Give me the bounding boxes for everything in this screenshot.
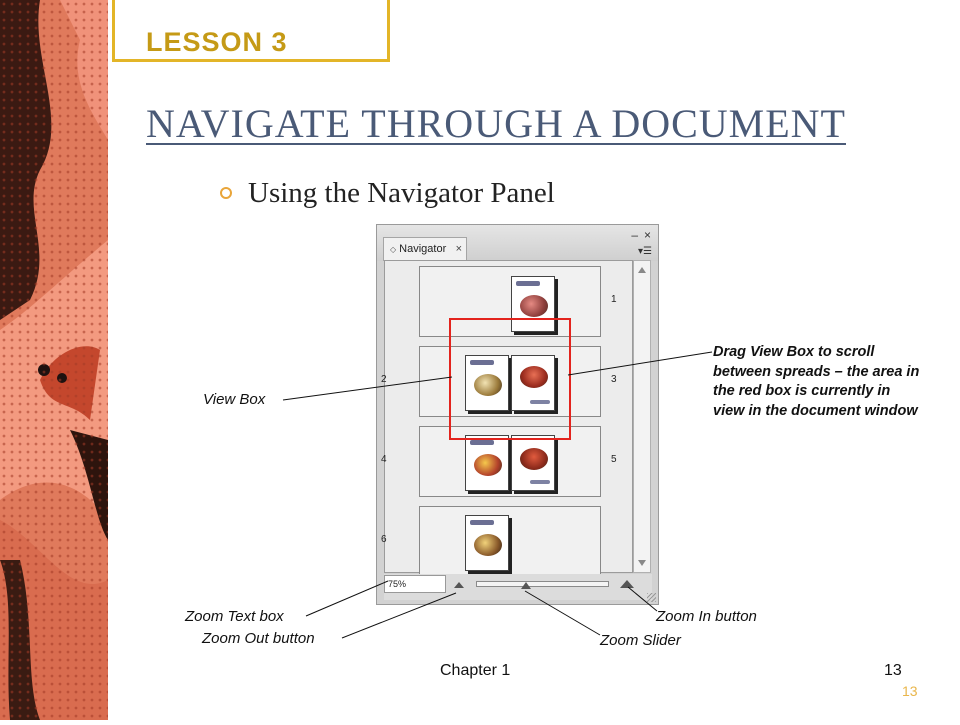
zoom-in-icon[interactable]: [620, 580, 634, 588]
page-number: 3: [611, 374, 617, 385]
page-number: 4: [381, 454, 387, 465]
footer-page-number: 13: [884, 662, 902, 679]
page-number: 5: [611, 454, 617, 465]
callout-zoom-text-box: Zoom Text box: [185, 608, 284, 625]
page-thumbnail[interactable]: [511, 355, 555, 411]
view-box[interactable]: [449, 318, 571, 440]
thumbnail-heading-bar: [470, 360, 494, 365]
thumbnail-heading-bar: [516, 281, 540, 286]
footer-chapter: Chapter 1: [440, 662, 511, 679]
close-button[interactable]: ×: [643, 228, 651, 242]
minimize-button[interactable]: –: [631, 228, 638, 242]
tab-close-icon[interactable]: ×: [455, 243, 462, 255]
scroll-up-arrow-icon[interactable]: [638, 267, 646, 273]
tab-arrows-icon: ◇: [390, 245, 397, 254]
navigator-view-area[interactable]: 1 2 3 4 5: [381, 260, 633, 577]
zoom-text-box[interactable]: 75%: [384, 575, 446, 593]
callout-zoom-slider: Zoom Slider: [600, 632, 681, 649]
food-image-icon: [520, 366, 548, 388]
page-thumbnail[interactable]: [511, 276, 555, 332]
food-image-icon: [474, 534, 502, 556]
thumbnail-heading-bar: [470, 520, 494, 525]
zoom-controls: 75%: [384, 574, 652, 600]
food-image-icon: [520, 295, 548, 317]
footer-page-number-ghost: 13: [902, 683, 918, 699]
page-number: 6: [381, 534, 387, 545]
thumbnail-caption-bar: [530, 480, 550, 484]
resize-grip-icon[interactable]: [647, 593, 656, 602]
callout-zoom-in-button: Zoom In button: [656, 608, 757, 625]
zoom-slider-thumb[interactable]: [521, 582, 531, 589]
page-number: 1: [611, 294, 617, 305]
tab-navigator[interactable]: ◇Navigator ×: [383, 237, 467, 261]
zoom-out-icon[interactable]: [454, 582, 464, 588]
bullet-ring-icon: [220, 187, 232, 199]
zoom-slider-track[interactable]: [476, 581, 609, 587]
page-thumbnail[interactable]: [465, 355, 509, 411]
callout-view-box: View Box: [203, 391, 266, 408]
food-image-icon: [474, 454, 502, 476]
coral-background-image: [0, 0, 108, 720]
callout-drag-view-box: Drag View Box to scroll between spreads …: [713, 344, 920, 419]
spread-6[interactable]: [419, 506, 601, 577]
lesson-label: LESSON 3: [146, 27, 288, 57]
thumbnail-caption-bar: [530, 400, 550, 404]
food-image-icon: [520, 448, 548, 470]
page-number: 2: [381, 374, 387, 385]
scroll-down-arrow-icon[interactable]: [638, 560, 646, 566]
navigator-panel: ◇Navigator × – × ▾☰ 1 2 3: [376, 224, 659, 605]
callout-zoom-out-button: Zoom Out button: [202, 630, 315, 647]
panel-tab-bar: ◇Navigator × – × ▾☰: [377, 225, 658, 261]
page-thumbnail[interactable]: [465, 435, 509, 491]
lesson-header-box: [112, 0, 390, 62]
page-thumbnail[interactable]: [465, 515, 509, 571]
thumbnail-heading-bar: [470, 440, 494, 445]
slide-title: NAVIGATE THROUGH A DOCUMENT: [146, 101, 846, 146]
panel-menu-icon[interactable]: ▾☰: [638, 246, 652, 257]
food-image-icon: [474, 374, 502, 396]
vertical-scrollbar[interactable]: [633, 260, 651, 573]
page-thumbnail[interactable]: [511, 435, 555, 491]
tab-label: Navigator: [399, 243, 447, 255]
bullet-text: Using the Navigator Panel: [248, 177, 555, 209]
